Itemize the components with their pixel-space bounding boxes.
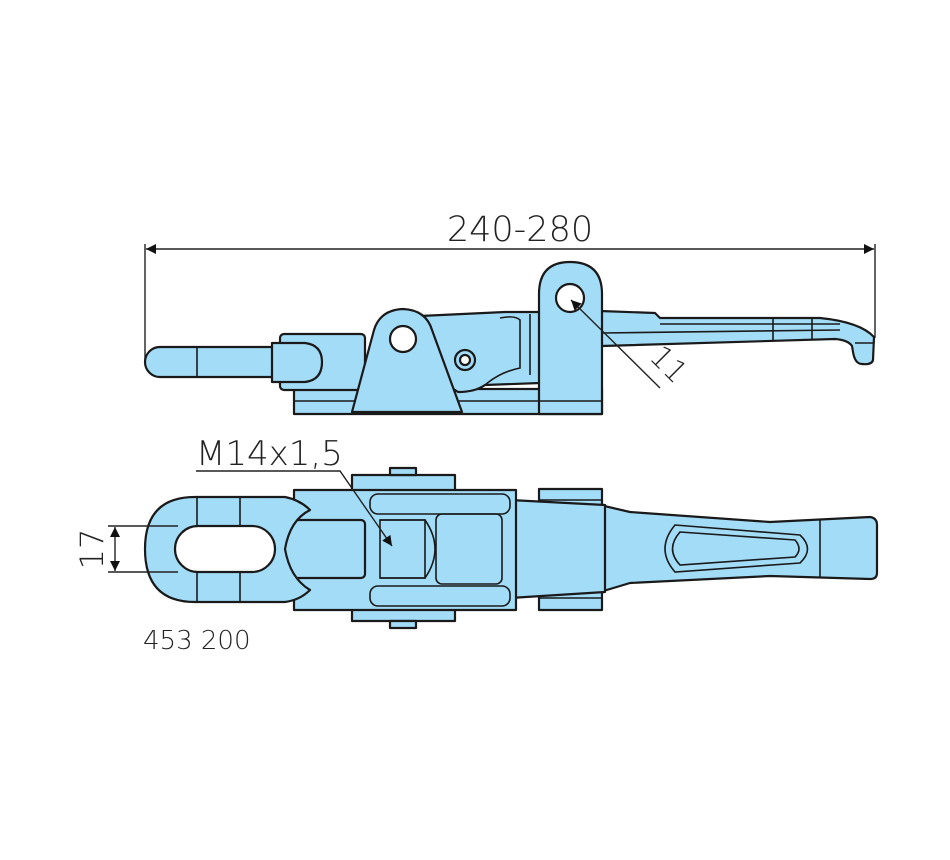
top-view: M14x1,5 17 453 200 [73,434,879,656]
threaded-rod [143,345,292,379]
hole-dimension-leader [570,299,661,389]
eye-loop-side [270,341,324,384]
pin-upper [388,466,418,477]
pin-lower [388,619,418,630]
pivot-bracket [350,307,464,414]
hole-dimension-label: 11 [642,339,694,391]
thread-callout-leader [196,470,393,547]
side-view: 240-280 11 [143,210,876,416]
eye-width-dimension-label: 17 [73,529,111,570]
rod-top [278,518,367,580]
mounting-bracket [537,260,604,416]
handle-grip-recess [664,524,809,573]
handle-top [598,503,879,594]
length-dimension-label: 240-280 [447,210,593,250]
thread-callout-label: M14x1,5 [196,434,343,474]
pivot-hole [388,324,418,354]
eye-slot [173,524,277,574]
handle [598,309,876,366]
part-number: 453 200 [143,626,251,656]
